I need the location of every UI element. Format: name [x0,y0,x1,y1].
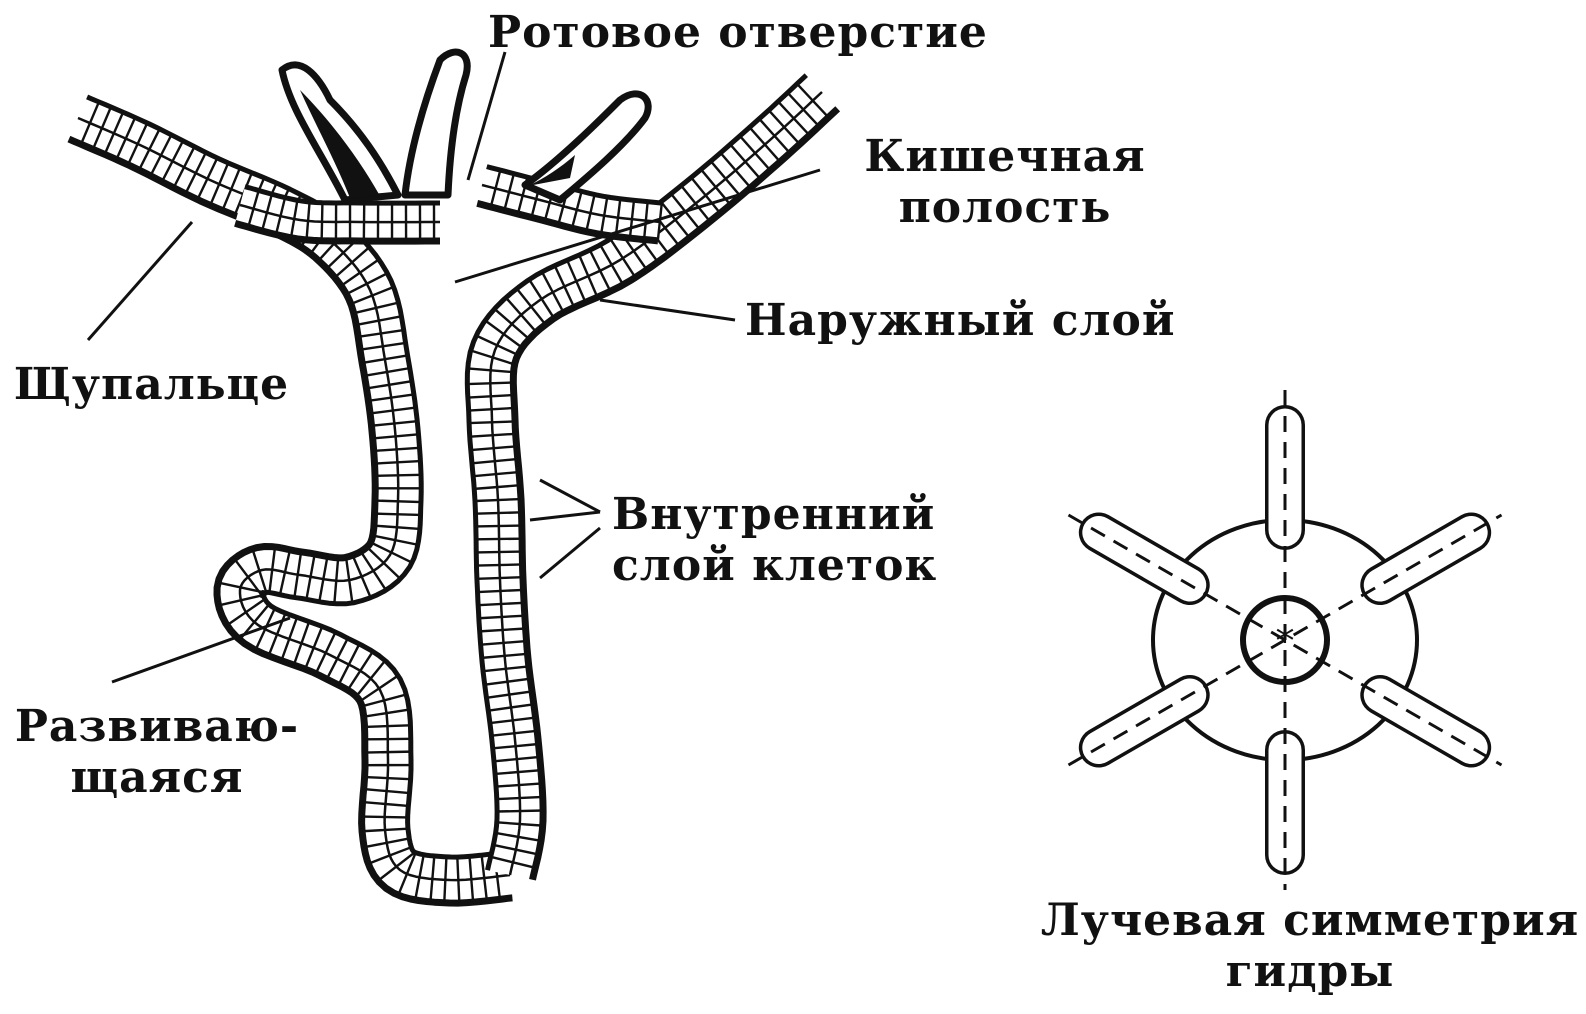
gut-cavity-label-line1: Кишечная [860,132,1150,183]
symmetry-label-line1: Лучевая симметрия [1040,896,1580,947]
gut-cavity-label-line2: полость [860,183,1150,234]
leader-line-5 [530,512,600,520]
upper-tentacle-right [525,94,648,200]
tentacle-label: Щупальце [14,360,289,411]
leader-line-3 [88,222,192,340]
leader-line-4 [540,480,600,512]
upper-tentacle-middle [405,52,467,195]
bud-label-line2: щаяся [12,753,302,804]
bud-label-line1: Развиваю- [12,702,302,753]
symmetry-label-line2: гидры [1040,947,1580,998]
leader-line-6 [540,528,600,578]
leader-line-2 [600,300,735,320]
inner-layer-label-line2: слой клеток [612,541,937,592]
symmetry-label: Лучевая симметрия гидры [1040,896,1580,997]
leader-line-0 [468,52,505,180]
mouth-label: Ротовое отверстие [488,8,988,59]
upper-tentacle-left [282,65,398,200]
inner-layer-label-line1: Внутренний [612,490,937,541]
gut-cavity-label: Кишечная полость [860,132,1150,233]
symmetry-center-mark: * [1276,619,1295,663]
bud-label: Развиваю- щаяся [12,702,302,803]
inner-layer-label: Внутренний слой клеток [612,490,937,591]
outer-layer-label: Наружный слой [745,296,1176,347]
